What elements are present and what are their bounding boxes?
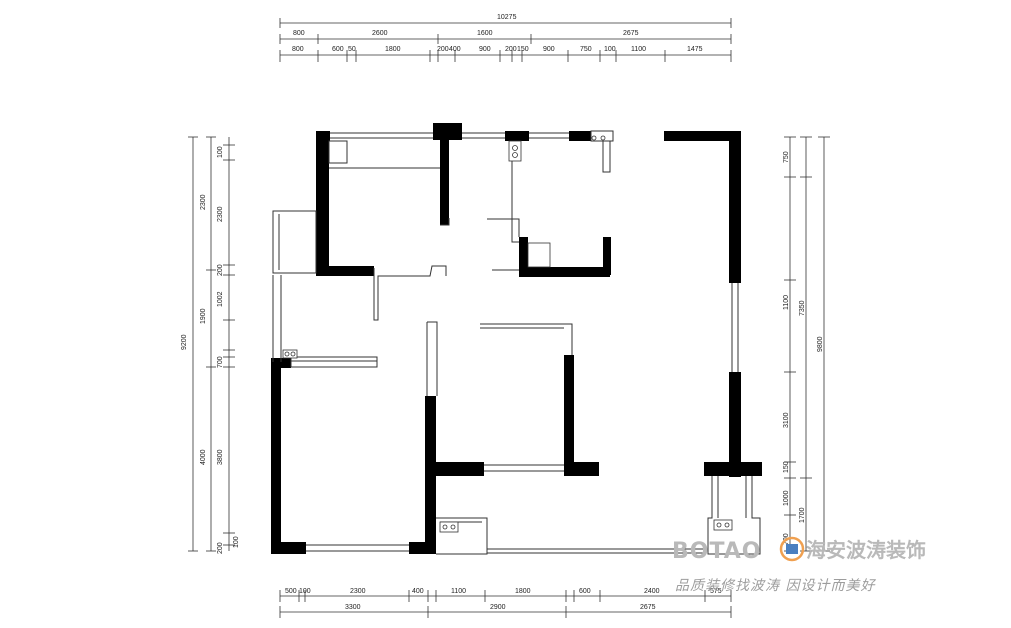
partitions-and-windows bbox=[272, 130, 761, 555]
dim-bottom-r1-5: 1800 bbox=[515, 588, 531, 595]
dim-left-inner-9: 200 bbox=[217, 542, 224, 554]
dim-top-r3-0: 800 bbox=[292, 46, 304, 53]
dim-top-r3-3: 1800 bbox=[385, 46, 401, 53]
dim-left-mid-1: 1900 bbox=[200, 308, 207, 324]
dim-right-mid-0: 750 bbox=[783, 151, 790, 163]
dim-bottom-r2-2: 2675 bbox=[640, 604, 656, 611]
dim-top-r3-12: 1100 bbox=[631, 46, 646, 53]
dim-right-inner-2: 150 bbox=[783, 461, 790, 473]
dim-bottom-r1-7: 2400 bbox=[644, 588, 660, 595]
dim-bottom-r2-0: 3300 bbox=[345, 604, 361, 611]
dim-top-r3-9: 900 bbox=[543, 46, 555, 53]
dim-right-mid-2: 1700 bbox=[799, 507, 806, 523]
watermark-slogan: 品质装修找波涛 因设计而美好 bbox=[675, 578, 876, 594]
dim-top-r3-1: 600 bbox=[332, 46, 344, 53]
right-dimensions bbox=[784, 136, 830, 552]
dim-bottom-r1-8: 575 bbox=[710, 588, 722, 595]
dim-top-r3-5: 400 bbox=[449, 46, 461, 53]
sink-fixture-icon bbox=[508, 140, 522, 162]
watermark-brand-chinese: 海安波涛装饰 bbox=[806, 538, 926, 562]
dim-right-inner-0: 1100 bbox=[783, 295, 790, 310]
dim-left-inner-8: 3800 bbox=[217, 449, 224, 465]
dim-right-inner-1: 3100 bbox=[783, 412, 790, 428]
watermark-brand-latin: BOTAO bbox=[672, 539, 762, 564]
balcony-sink-icon bbox=[439, 521, 459, 533]
dim-top-total: 10275 bbox=[497, 14, 517, 21]
dim-top-r2-3: 2675 bbox=[623, 30, 639, 37]
dim-top-r3-10: 750 bbox=[580, 46, 592, 53]
dim-top-r3-6: 900 bbox=[479, 46, 491, 53]
dim-left-mid-2: 4000 bbox=[200, 449, 207, 465]
stove-fixture-icon bbox=[527, 242, 551, 268]
dim-bottom-r1-4: 1100 bbox=[451, 588, 466, 595]
left-dimension-labels: 9200 2300 1900 4000 100 2300 200 1002 70… bbox=[181, 146, 240, 554]
dim-bottom-r1-0: 500 bbox=[285, 588, 297, 595]
dim-top-r2-1: 2600 bbox=[372, 30, 388, 37]
dim-bottom-r1-1: 100 bbox=[299, 588, 311, 595]
dim-top-r2-2: 1600 bbox=[477, 30, 493, 37]
bottom-dimensions bbox=[279, 590, 732, 618]
dim-bottom-r1-6: 600 bbox=[579, 588, 591, 595]
bottom-dimension-labels: 500 100 2300 400 1100 1800 600 2400 575 … bbox=[285, 588, 722, 611]
dim-top-r3-7: 200 bbox=[505, 46, 517, 53]
dim-left-inner-2: 2300 bbox=[217, 206, 224, 222]
fixtures bbox=[282, 135, 733, 533]
dim-left-mid-0: 2300 bbox=[200, 194, 207, 210]
brand-logo-icon bbox=[779, 536, 805, 562]
top-dimensions bbox=[279, 18, 732, 62]
dim-bottom-r2-1: 2900 bbox=[490, 604, 506, 611]
dim-right-inner-3: 1000 bbox=[783, 490, 790, 506]
walls bbox=[271, 123, 762, 554]
dim-top-r3-4: 200 bbox=[437, 46, 449, 53]
dim-bottom-r1-2: 2300 bbox=[350, 588, 366, 595]
dim-left-inner-11: 100 bbox=[233, 536, 240, 548]
dim-top-r3-11: 100 bbox=[604, 46, 616, 53]
left-dimensions bbox=[188, 136, 235, 552]
dim-right-mid-1: 7350 bbox=[799, 300, 806, 316]
dim-top-r3-2: 50 bbox=[348, 46, 356, 53]
washer-fixture-icon bbox=[282, 349, 298, 359]
dim-right-outer: 9800 bbox=[817, 336, 824, 352]
dim-top-r3-13: 1475 bbox=[687, 46, 703, 53]
dim-top-r2-0: 800 bbox=[293, 30, 305, 37]
balcony-sink-icon-2 bbox=[713, 519, 733, 531]
dim-top-r3-8: 150 bbox=[517, 46, 529, 53]
dim-bottom-r1-3: 400 bbox=[412, 588, 424, 595]
dim-left-inner-7: 700 bbox=[217, 356, 224, 368]
dim-left-inner-3: 200 bbox=[217, 264, 224, 276]
dim-left-inner-0: 100 bbox=[217, 146, 224, 158]
dim-left-outer: 9200 bbox=[181, 334, 188, 350]
top-dimension-labels: 10275 800 2600 1600 2675 800 600 50 1800… bbox=[292, 14, 703, 53]
dim-left-inner-4: 1002 bbox=[217, 291, 224, 307]
right-dimension-labels: 750 1100 7350 9800 3100 150 1000 1700 70… bbox=[783, 151, 824, 545]
watermark: BOTAO 海安波涛装饰 品质装修找波涛 因设计而美好 bbox=[672, 536, 926, 594]
